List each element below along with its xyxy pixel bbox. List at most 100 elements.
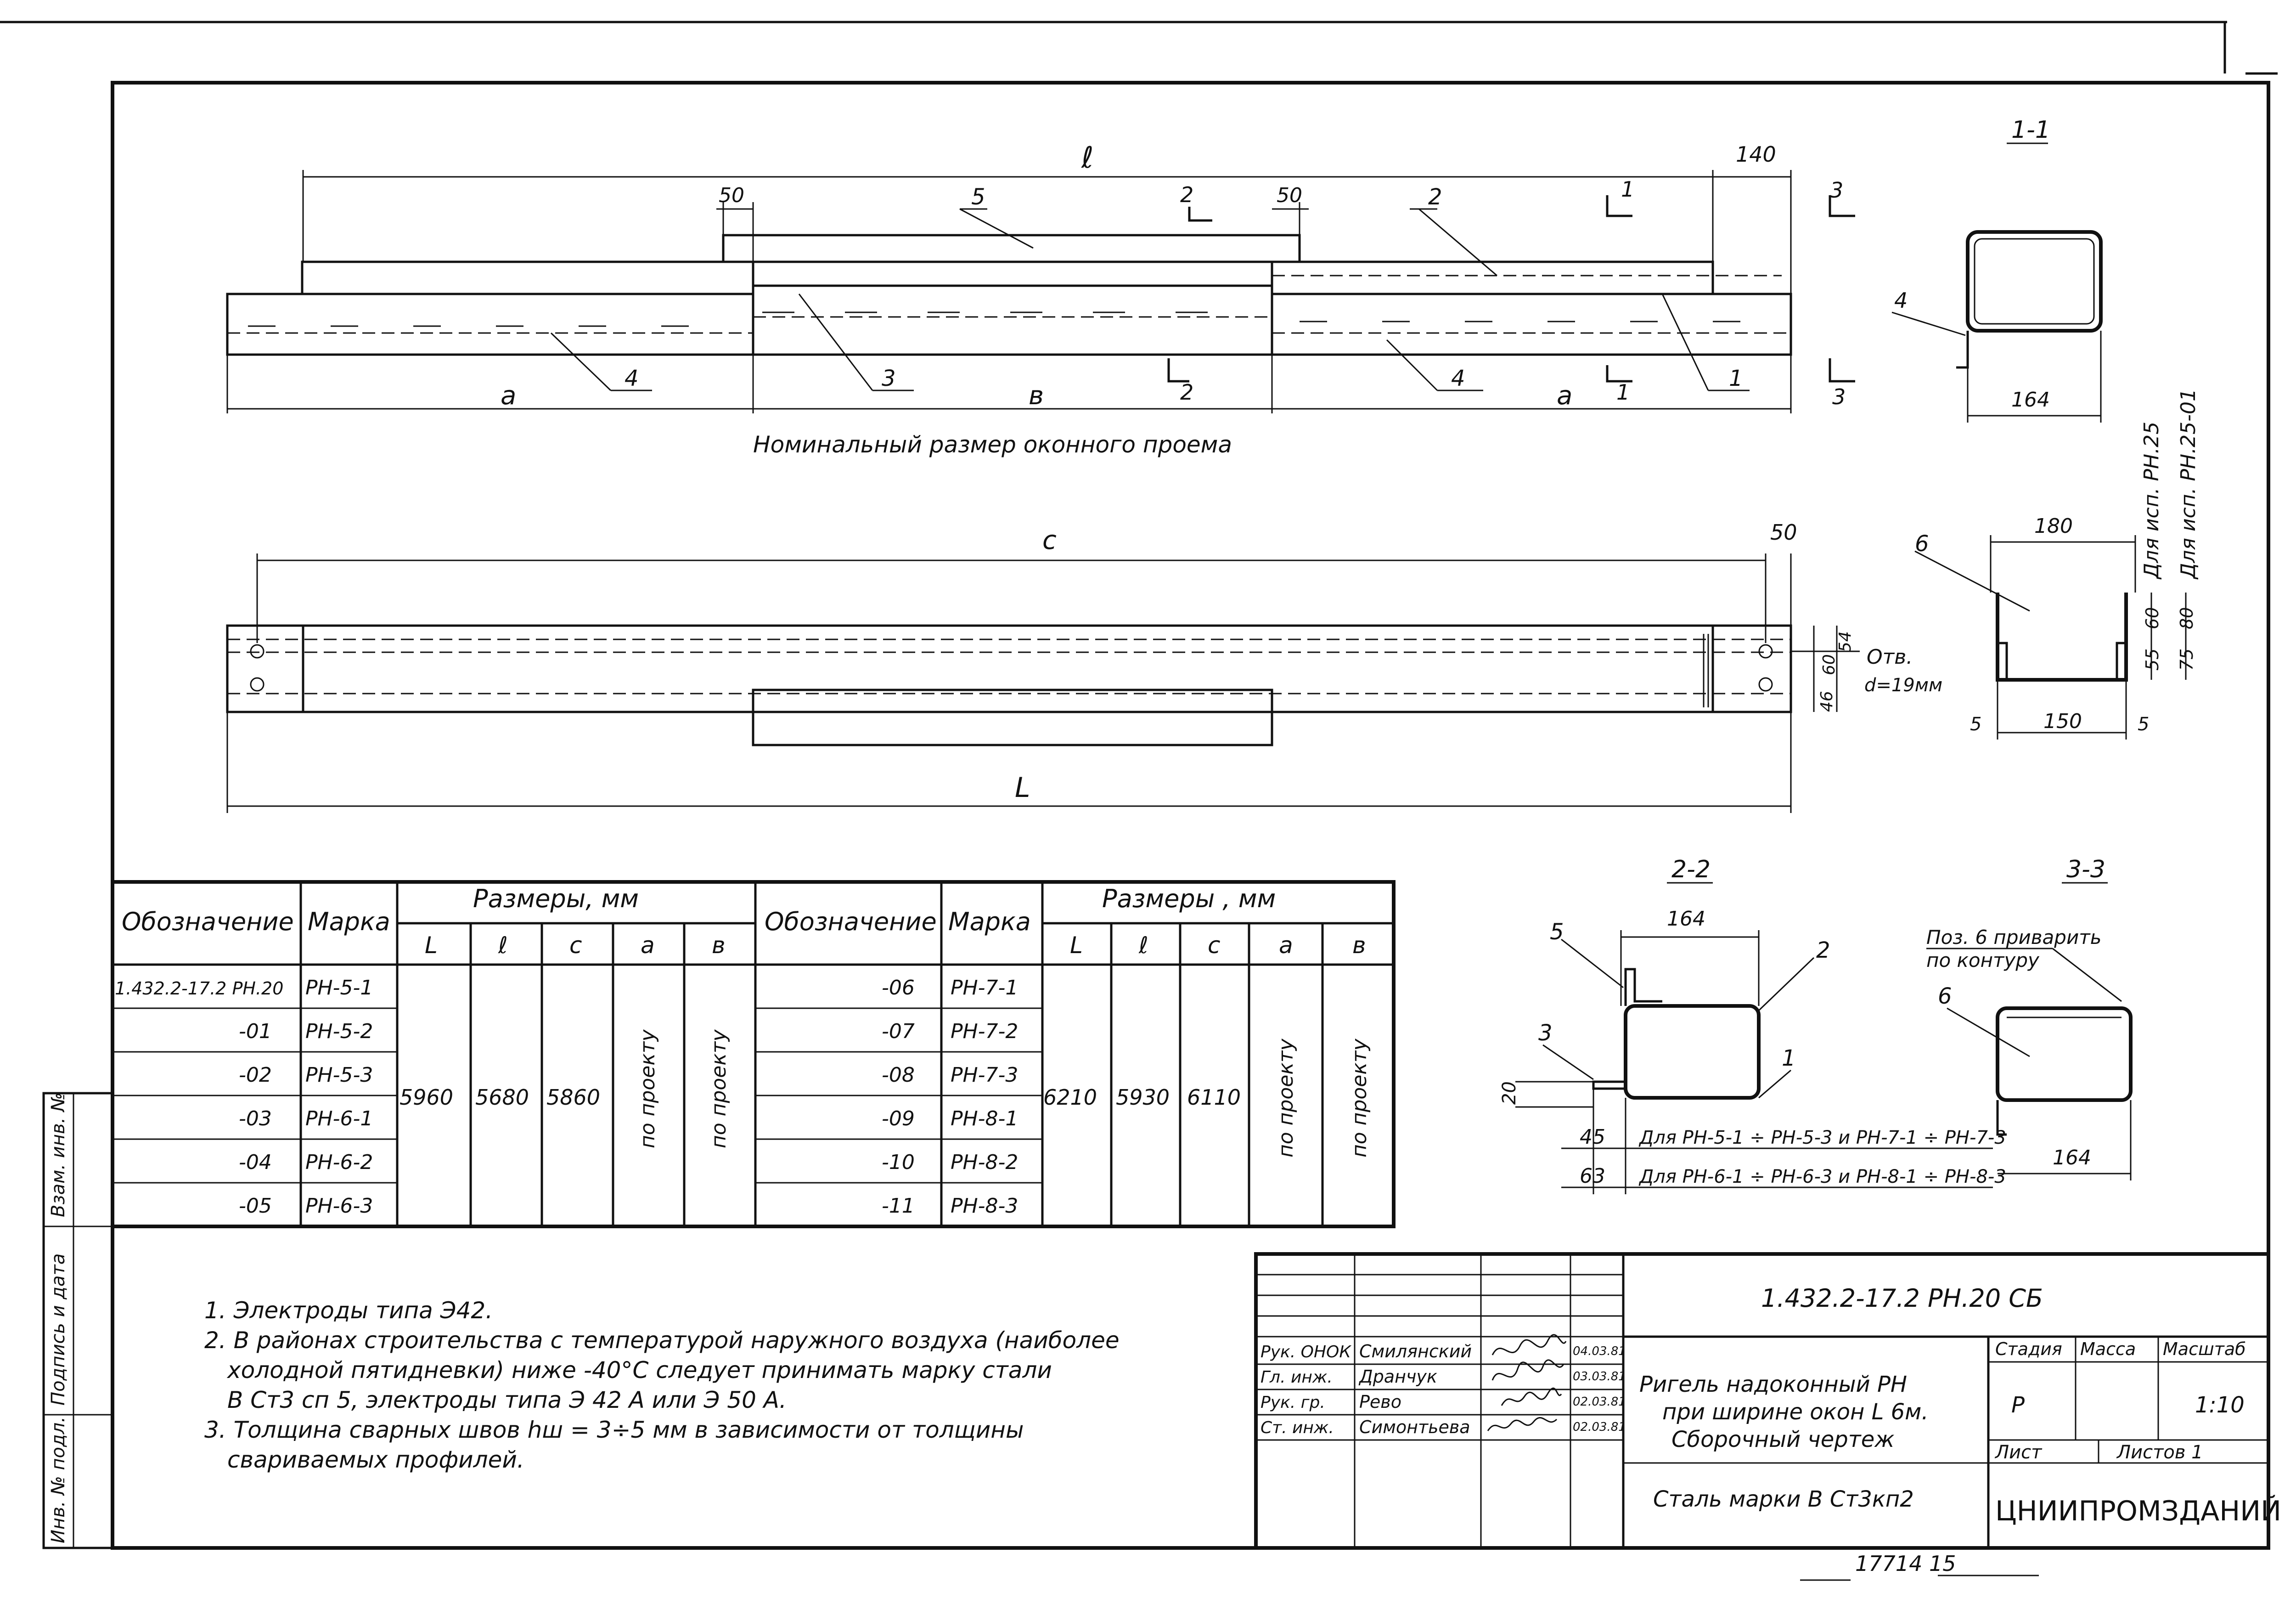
plan-weld-marks (762, 634, 1709, 707)
cut-1-top-mark (1606, 195, 1632, 217)
title-date-1: 04.03.81 (1573, 1344, 1626, 1358)
nominal-caption: Номинальный размер оконного проема (753, 431, 1232, 458)
title-role-2: Гл. инж. (1261, 1368, 1333, 1387)
table-right-L: 6210 (1043, 1085, 1097, 1110)
left-upper-profile (301, 260, 754, 295)
general-notes: 1. Электроды типа Э42. 2. В районах стро… (111, 1226, 1120, 1548)
center-lower-profile (752, 284, 1273, 356)
section-2-2-leader-5 (1561, 938, 1624, 988)
part-6: 6 180 150 5 5 60 55 80 75 Для исп. РН.25… (1914, 389, 2200, 740)
section-2-2-top-lip (1624, 968, 1662, 1006)
table-left-row-1-mark: РН-5-1 (305, 976, 373, 999)
table-right-row-3-designation: -08 (882, 1063, 915, 1087)
cut-3-bottom-label: 3 (1832, 384, 1846, 409)
dim-L-label: L (1015, 772, 1030, 804)
section-3-3-title: 3-3 (2066, 856, 2105, 883)
weld-marks (248, 285, 1740, 327)
plan-bottom-plate (752, 689, 1273, 746)
hole-label-2: d=19мм (1864, 675, 1942, 696)
cut-2-bottom-mark (1167, 358, 1189, 383)
table-left-l: 5680 (475, 1085, 529, 1110)
th-sizes-left: Размеры, мм (473, 884, 639, 913)
part-6-h75: 75 (2177, 649, 2197, 671)
part-6-notch-right (2116, 642, 2126, 680)
table-right-row-6-mark: РН-8-3 (951, 1194, 1018, 1218)
note-2: 2. В районах строительства с температуро… (204, 1327, 1120, 1354)
pos-4-right-label: 4 (1451, 366, 1465, 391)
plan-main-profile (226, 624, 1792, 713)
table-left-row-4-mark: РН-6-1 (305, 1107, 373, 1130)
plan-view: c 50 L 60 54 46 Отв. d=19мм (226, 520, 1942, 813)
cut-2-top-mark (1188, 207, 1212, 222)
side-stamp-inv-orig: Инв. № подл. (48, 1417, 69, 1543)
title-scale-h: Масштаб (2163, 1339, 2246, 1359)
table-left-row-6-designation: -05 (239, 1194, 272, 1218)
section-2-2-pos-2: 2 (1816, 937, 1830, 963)
table-right-a: по проекту (1274, 1038, 1298, 1158)
title-mass-h: Масса (2080, 1339, 2136, 1359)
title-date-2: 03.03.81 (1573, 1370, 1626, 1383)
drawing-frame (111, 81, 2270, 1550)
section-3-3-width: 164 (2053, 1146, 2091, 1169)
pos-3-label: 3 (882, 366, 896, 391)
table-right-l: 5930 (1116, 1085, 1170, 1110)
title-name-line-2: при ширине окон L 6м. (1662, 1399, 1929, 1425)
center-upper-profile (752, 260, 1273, 287)
table-left-row-6-mark: РН-6-3 (305, 1194, 373, 1218)
part-6-h60: 60 (2142, 607, 2162, 629)
dim-50-right-label: 50 (1277, 184, 1302, 207)
dim-a-left-label: a (501, 381, 516, 411)
th-mark-left: Марка (308, 907, 390, 936)
dim-c-label: c (1042, 525, 1057, 555)
table-right-row-5-designation: -10 (882, 1151, 915, 1174)
section-1-1-title: 1-1 (2011, 116, 2050, 144)
th-l-right: ℓ (1138, 932, 1148, 959)
plan-hole-right-bottom (1758, 677, 1773, 692)
note-2-cont-1: холодной пятидневки) ниже -40°С следует … (226, 1357, 1052, 1383)
note-1: 1. Электроды типа Э42. (204, 1297, 493, 1324)
part-6-note-rn2501: Для исп. РН.25-01 (2177, 389, 2200, 580)
th-L-left: L (425, 932, 438, 959)
section-3-3-lip (1996, 1100, 2007, 1136)
section-2-2-dim-45: 45 (1580, 1125, 1605, 1149)
section-2-2-title: 2-2 (1671, 856, 1711, 883)
title-date-3: 02.03.81 (1573, 1395, 1626, 1409)
dim-46-label: 46 (1818, 691, 1836, 712)
title-sheet-h: Лист (1994, 1442, 2043, 1463)
part-6-width-top: 180 (2034, 514, 2073, 538)
table-right-b: по проекту (1348, 1038, 1371, 1158)
signature-4 (1487, 1417, 1558, 1431)
table-right-row-4-designation: -09 (882, 1107, 915, 1130)
part-6-leader (1914, 550, 2030, 612)
title-role-1: Рук. ОНОК (1261, 1343, 1351, 1361)
note-3: 3. Толщина сварных швов hш = 3÷5 мм в за… (204, 1417, 1024, 1443)
section-3-3: 3-3 Поз. 6 приварить по контуру 6 164 (1926, 856, 2133, 1180)
section-3-3-pos-6: 6 (1938, 983, 1952, 1009)
plan-hole-right-top (1758, 644, 1773, 659)
part-6-h55: 55 (2142, 649, 2162, 671)
cut-2-bottom-label: 2 (1180, 380, 1193, 405)
section-2-2-dim-63: 63 (1580, 1164, 1605, 1188)
part-6-side-left: 5 (1970, 714, 1981, 735)
side-stamp-sign-date: Подпись и дата (48, 1254, 69, 1406)
table-right-row-4-mark: РН-8-1 (951, 1107, 1018, 1130)
table-left-b: по проекту (707, 1029, 731, 1148)
title-name-4: Симонтьева (1359, 1417, 1470, 1437)
dim-60-label: 60 (1820, 654, 1839, 675)
table-left-row-5-mark: РН-6-2 (305, 1151, 373, 1174)
dim-l-label: ℓ (1081, 141, 1093, 175)
title-name-1: Смилянский (1359, 1341, 1472, 1361)
title-stage: Р (2011, 1392, 2025, 1418)
th-a-left: a (641, 932, 655, 959)
table-right-row-5-mark: РН-8-2 (951, 1151, 1018, 1174)
plan-hole-left-top (250, 644, 264, 659)
part-6-notch-left (1998, 642, 2008, 680)
pos-5-label: 5 (971, 184, 985, 210)
spec-table: Обозначение Марка Размеры, мм L ℓ c a в … (111, 880, 1396, 1228)
th-designation-left: Обозначение (122, 907, 294, 936)
section-2-2-note-45: Для РН-5-1 ÷ РН-5-3 и РН-7-1 ÷ РН-7-3 (1638, 1127, 2006, 1148)
table-right-c: 6110 (1187, 1085, 1241, 1110)
title-block-code: 1.432.2-17.2 РН.20 СБ (1761, 1284, 2043, 1313)
cut-3-top-mark (1829, 195, 1855, 217)
section-2-2-width: 164 (1667, 907, 1705, 931)
